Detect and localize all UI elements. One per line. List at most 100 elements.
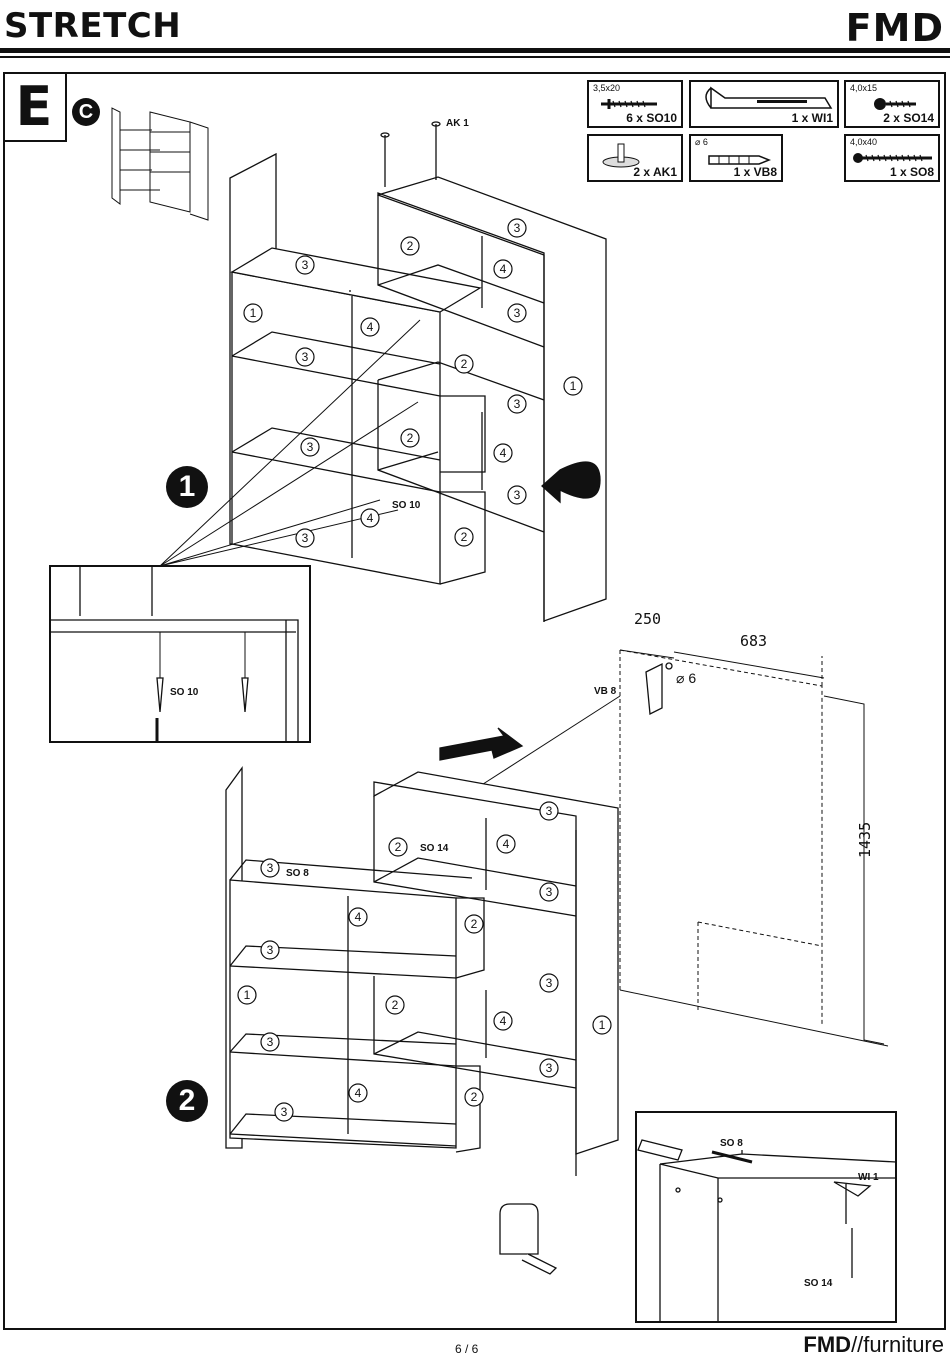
page-number: 6 / 6	[455, 1342, 479, 1356]
top-callout: 3	[295, 255, 315, 275]
top-callout: 1	[243, 303, 263, 323]
footer-brand-bold: FMD	[803, 1332, 852, 1357]
part-number: 2	[471, 1090, 478, 1104]
top-callout: 2	[454, 354, 474, 374]
part-number: 1	[570, 379, 577, 393]
part-number: 3	[281, 1105, 288, 1119]
part-number: 2	[471, 917, 478, 931]
detail-inset-2	[635, 1111, 897, 1323]
tape-measure-icon	[499, 1203, 558, 1275]
part-qty: 6 x SO10	[626, 111, 677, 125]
part-size: ⌀ 6	[695, 137, 708, 147]
top-callout: 2	[400, 236, 420, 256]
shelf-step-2	[225, 766, 619, 1176]
part-so14: 4,0x15 2 x SO14	[844, 80, 940, 128]
top-callout: 3	[507, 303, 527, 323]
bottom-callout: 4	[493, 1011, 513, 1031]
part-number: 3	[514, 397, 521, 411]
top-callout: 3	[295, 528, 315, 548]
direction-arrow-icon	[439, 727, 524, 761]
dimension-1435: 1435	[856, 821, 874, 858]
footer-brand: FMD//furniture	[803, 1332, 944, 1358]
dimension-250: 250	[634, 610, 662, 628]
part-number: 3	[302, 258, 309, 272]
label-so8: SO 8	[286, 868, 309, 879]
long-screw-icon	[853, 153, 932, 163]
part-ak1: 2 x AK1	[587, 134, 683, 182]
part-number: 4	[367, 511, 374, 525]
part-qty: 1 x WI1	[791, 111, 833, 125]
bottom-callout: 2	[464, 1087, 484, 1107]
bottom-callout: 3	[539, 973, 559, 993]
copyright-icon: C	[72, 98, 100, 126]
part-size: 4,0x40	[850, 137, 878, 147]
footer-brand-rest: //furniture	[851, 1332, 944, 1357]
part-vb8: ⌀ 6 1 x VB8	[689, 134, 783, 182]
part-number: 3	[302, 350, 309, 364]
wall-layout	[619, 649, 823, 1026]
part-number: 3	[302, 531, 309, 545]
bottom-callout: 3	[260, 940, 280, 960]
part-number: 2	[461, 530, 468, 544]
label-so10-detail: SO 10	[170, 687, 199, 698]
part-number: 1	[244, 988, 251, 1002]
part-number: 2	[407, 431, 414, 445]
part-number: 3	[514, 488, 521, 502]
top-callout: 2	[454, 527, 474, 547]
screw-icon	[874, 98, 916, 110]
bottom-callout: 3	[260, 858, 280, 878]
label-ak1: AK 1	[446, 118, 469, 129]
top-callout: 4	[493, 259, 513, 279]
label-diameter: ⌀ 6	[676, 670, 697, 686]
bottom-callout: 3	[539, 1058, 559, 1078]
bottom-callout: 4	[348, 907, 368, 927]
part-number: 4	[367, 320, 374, 334]
pin-icon	[602, 143, 640, 168]
top-callout: 2	[400, 428, 420, 448]
bottom-callout: 2	[388, 837, 408, 857]
part-number: 3	[546, 885, 553, 899]
angle-bracket-icon	[705, 86, 833, 109]
part-qty: 2 x SO14	[883, 111, 934, 125]
part-number: 1	[250, 306, 257, 320]
part-number: 4	[355, 910, 362, 924]
top-callout: 4	[360, 508, 380, 528]
label-so8-detail: SO 8	[720, 1138, 743, 1149]
manual-title: STRETCH	[4, 6, 182, 46]
part-qty: 1 x SO8	[889, 165, 934, 179]
part-wi1: 1 x WI1	[689, 80, 839, 128]
bottom-callout: 2	[464, 914, 484, 934]
header-rule-thin	[0, 56, 950, 58]
bottom-callout: 3	[274, 1102, 294, 1122]
bottom-callout: 3	[539, 882, 559, 902]
part-number: 3	[546, 804, 553, 818]
bottom-callout: 4	[496, 834, 516, 854]
part-number: 2	[395, 840, 402, 854]
bottom-callout: 1	[592, 1015, 612, 1035]
wall-bracket-icon	[645, 662, 663, 716]
part-number: 3	[267, 1035, 274, 1049]
top-callout: 3	[507, 394, 527, 414]
step-letter: E	[3, 72, 67, 142]
bottom-callout: 2	[385, 995, 405, 1015]
top-callout: 4	[493, 443, 513, 463]
part-number: 2	[461, 357, 468, 371]
wall-plug-icon	[708, 155, 772, 165]
part-number: 3	[267, 861, 274, 875]
brand-logo: FMD	[845, 6, 944, 50]
screw-icon	[601, 99, 657, 109]
part-number: 2	[392, 998, 399, 1012]
label-vb8: VB 8	[594, 686, 617, 697]
part-number: 3	[514, 221, 521, 235]
dimension-683: 683	[740, 632, 768, 650]
shelf-thumbnail	[111, 107, 209, 221]
top-callout: 3	[300, 437, 320, 457]
bottom-callout: 1	[237, 985, 257, 1005]
top-callout: 1	[563, 376, 583, 396]
label-so10: SO 10	[392, 500, 421, 511]
header-rule	[0, 48, 950, 53]
instruction-frame	[3, 72, 946, 1330]
part-qty: 1 x VB8	[733, 165, 777, 179]
